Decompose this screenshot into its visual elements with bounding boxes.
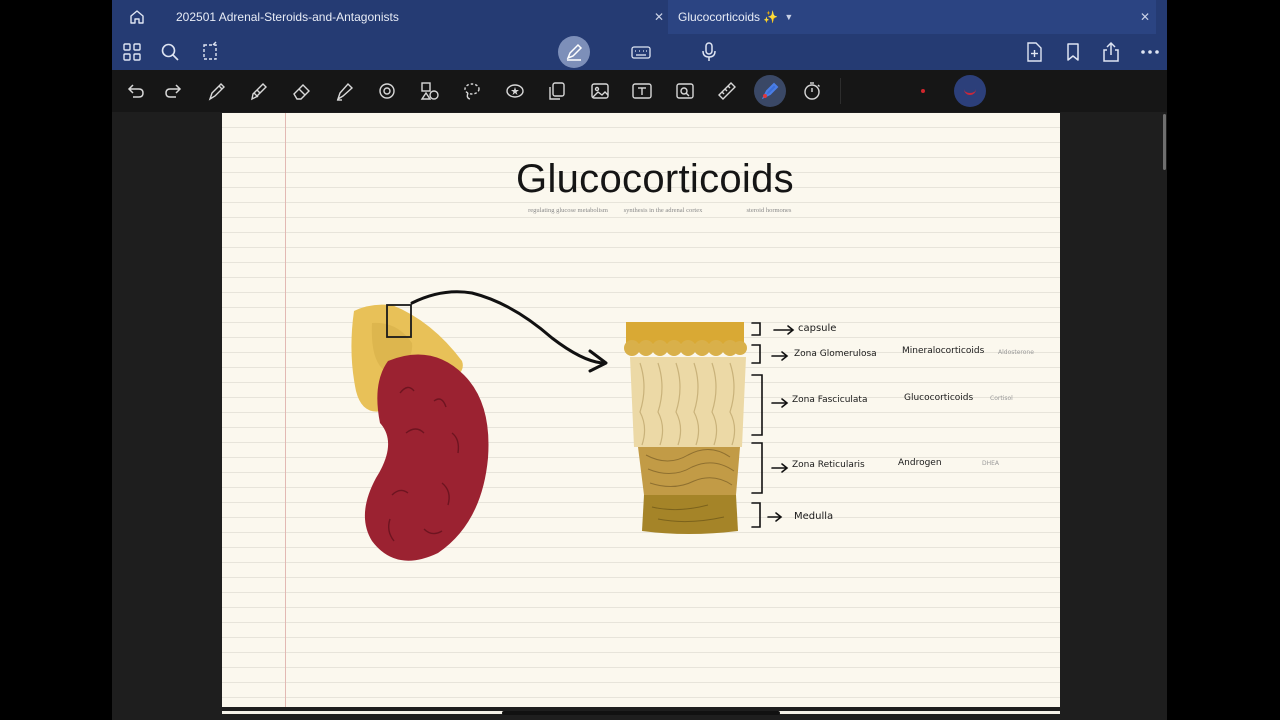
tab-label: 202501 Adrenal-Steroids-and-Antagonists — [176, 10, 399, 24]
layer-label-medulla: Medulla — [794, 511, 834, 522]
chevron-down-icon[interactable]: ▼ — [784, 12, 794, 22]
layer-brackets — [751, 322, 795, 528]
subnote-glucose: regulating glucose metabolism — [528, 207, 608, 214]
close-icon[interactable]: ✕ — [653, 10, 664, 24]
microphone-icon[interactable] — [698, 41, 720, 63]
bookmark-icon[interactable] — [1062, 41, 1084, 63]
shape-icon[interactable] — [376, 80, 398, 102]
text-icon[interactable] — [631, 80, 653, 102]
highlighter-icon[interactable] — [334, 80, 356, 102]
toolbar-divider — [840, 78, 841, 104]
close-icon[interactable]: ✕ — [1139, 10, 1150, 24]
add-page-icon[interactable] — [1023, 41, 1045, 63]
redo-icon[interactable] — [163, 80, 185, 102]
tab-adrenal-steroids[interactable]: 202501 Adrenal-Steroids-and-Antagonists … — [164, 0, 664, 34]
page-margin-line — [285, 113, 286, 707]
color-swatch-red[interactable] — [921, 89, 925, 93]
layer-label-zona-fasciculata: Zona Fasciculata — [792, 395, 868, 405]
top-toolbar — [112, 34, 1167, 70]
layer-label-zona-reticularis: Zona Reticularis — [792, 460, 865, 470]
arrow-to-layers — [410, 290, 608, 373]
hormone-label-mineralocorticoids: Mineralocorticoids — [902, 346, 985, 356]
home-indicator[interactable] — [502, 711, 780, 715]
keyboard-icon[interactable] — [630, 41, 652, 63]
page-title: Glucocorticoids — [516, 157, 794, 201]
adrenal-layers-drawing — [624, 322, 747, 534]
pencil-icon[interactable] — [248, 80, 270, 102]
subnote-adrenal-cortex: synthesis in the adrenal cortex — [623, 207, 703, 214]
image-icon[interactable] — [589, 80, 611, 102]
sticker-icon[interactable] — [504, 80, 526, 102]
search-icon[interactable] — [159, 41, 181, 63]
target-label-cortisol: Cortisol — [990, 395, 1013, 402]
notes-app-window: 202501 Adrenal-Steroids-and-Antagonists … — [112, 0, 1167, 720]
timer-icon[interactable] — [801, 80, 823, 102]
ruler-icon[interactable] — [716, 80, 738, 102]
camera-icon[interactable] — [674, 80, 696, 102]
pen-mode-icon[interactable] — [558, 36, 590, 68]
notebook-page[interactable]: Glucocorticoids regulating glucose metab… — [222, 113, 1060, 707]
lasso-icon[interactable] — [461, 80, 483, 102]
hormone-label-androgen: Androgen — [898, 458, 942, 468]
element-icon[interactable] — [419, 80, 441, 102]
laser-icon[interactable] — [754, 75, 786, 107]
home-icon[interactable] — [128, 8, 146, 26]
pen-icon[interactable] — [206, 80, 228, 102]
vertical-scrollbar[interactable] — [1163, 114, 1166, 170]
tab-bar: 202501 Adrenal-Steroids-and-Antagonists … — [112, 0, 1167, 34]
tools-bar — [112, 70, 1167, 112]
subnote-steroid: steroid hormones — [746, 207, 792, 214]
tab-glucocorticoids[interactable]: Glucocorticoids ✨ ▼ ✕ — [668, 0, 1156, 34]
target-label-aldosterone: Aldosterone — [998, 349, 1034, 356]
hormone-label-glucocorticoids: Glucocorticoids — [904, 393, 974, 403]
grid-icon[interactable] — [121, 41, 143, 63]
undo-icon[interactable] — [124, 80, 146, 102]
layer-label-zona-glomerulosa: Zona Glomerulosa — [794, 349, 877, 359]
more-icon[interactable] — [1139, 41, 1161, 63]
copy-icon[interactable] — [546, 80, 568, 102]
layer-label-capsule: capsule — [798, 323, 837, 334]
share-icon[interactable] — [1100, 41, 1122, 63]
lasso-page-icon[interactable] — [199, 41, 221, 63]
color-picker-button[interactable] — [954, 75, 986, 107]
target-label-dhea: DHEA — [982, 460, 1000, 467]
eraser-icon[interactable] — [291, 80, 313, 102]
kidney-adrenal-drawing — [351, 304, 489, 561]
tab-label: Glucocorticoids ✨ — [678, 10, 779, 24]
